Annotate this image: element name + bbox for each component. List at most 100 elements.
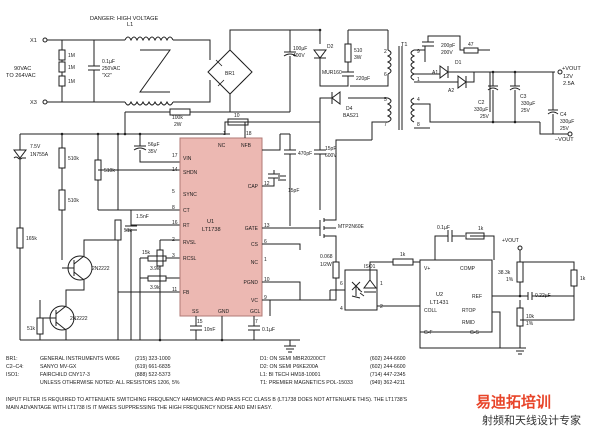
svg-text:0.1µF: 0.1µF (262, 327, 275, 333)
svg-text:0.22µF: 0.22µF (535, 293, 551, 299)
u1-pin-rcsl: RCSL (183, 256, 197, 262)
resistor-1m-a (58, 49, 66, 61)
svg-text:1M: 1M (68, 65, 75, 71)
ic-u1-designator: U1 (207, 219, 214, 225)
capacitor-56uf (133, 134, 180, 163)
u1-pin-num: 14 (172, 167, 178, 173)
u1-pin-rvsl: RVSL (183, 240, 196, 246)
u2-pin-label: G-F (424, 330, 433, 336)
svg-text:165k: 165k (26, 236, 37, 242)
capacitor-15pf-600v (314, 122, 326, 210)
svg-text:1%: 1% (506, 277, 514, 283)
u1-pin-gnd: GND (218, 309, 230, 315)
u1-pin-num: 13 (264, 223, 270, 229)
u2-pin-label: COMP (460, 266, 476, 272)
u1-pin-fb: FB (183, 290, 190, 296)
resistor-47 (463, 47, 479, 54)
bom-cell: C2–C4: (6, 364, 24, 370)
svg-text:2: 2 (384, 49, 387, 55)
terminal-vout-neg (567, 131, 573, 137)
resistor-38-3k (516, 261, 524, 283)
svg-text:510: 510 (354, 48, 363, 54)
u1-pin-gate: GATE (245, 226, 259, 232)
svg-text:2N2222: 2N2222 (70, 316, 88, 322)
u2-pin-label: G-S (470, 330, 480, 336)
inductor-l1-bottom (124, 100, 174, 106)
terminal-x3 (42, 99, 48, 105)
bom-cell: (602) 244-6600 (370, 356, 406, 362)
u1-pin-num: 6 (264, 239, 267, 245)
ic-u1-lt1738 (179, 137, 263, 317)
capacitor-220pf (342, 71, 354, 77)
resistor-1m-b (58, 61, 66, 73)
note-line-1: INPUT FILTER IS REQUIRED TO ATTENUATE SW… (6, 397, 408, 403)
capacitor-x2 (88, 40, 100, 102)
svg-text:2W: 2W (174, 122, 182, 128)
svg-text:15k: 15k (142, 250, 151, 256)
svg-text:330µF: 330µF (560, 119, 574, 125)
transformer-core (398, 46, 403, 130)
svg-text:51k: 51k (27, 326, 36, 332)
svg-text:2.5A: 2.5A (563, 81, 575, 87)
u1-pin-num: 18 (246, 131, 252, 137)
svg-text:9: 9 (417, 49, 420, 55)
resistor-51k (36, 317, 44, 335)
bom-cell: (888) 522-5373 (135, 372, 171, 378)
watermark-slogan: 射频和天线设计专家 (482, 413, 581, 427)
svg-text:25V: 25V (560, 126, 570, 132)
resistor-51k-b (114, 219, 122, 241)
svg-text:5: 5 (384, 97, 387, 103)
terminal-x3-label: X3 (30, 100, 37, 106)
svg-text:+VOUT: +VOUT (562, 66, 581, 72)
terminal-x1-label: X1 (30, 38, 37, 44)
svg-text:25V: 25V (521, 108, 531, 114)
u1-pin-num: 17 (172, 153, 178, 159)
svg-text:1.5nF: 1.5nF (136, 214, 149, 220)
svg-text:2: 2 (380, 304, 383, 310)
svg-text:47: 47 (468, 42, 474, 48)
svg-text:7.5V: 7.5V (30, 144, 41, 150)
u1-pin-gcl: GCL (250, 309, 261, 315)
u1-pin-num: 10 (264, 277, 270, 283)
resistor-sense (332, 261, 340, 279)
u1-pin-nc: NC (251, 260, 259, 266)
svg-text:7: 7 (384, 122, 387, 128)
bom-cell: (949) 362-4211 (370, 380, 405, 386)
ic-u1-part: LT1738 (202, 227, 221, 233)
svg-text:15pF: 15pF (325, 146, 336, 152)
svg-text:10: 10 (234, 113, 240, 119)
svg-text:51k: 51k (124, 228, 133, 234)
u1-pin-num: 1 (223, 131, 226, 137)
u1-pin-nc: NC (218, 143, 226, 149)
capacitor-c4 (547, 72, 559, 134)
svg-text:1/2W: 1/2W (320, 262, 332, 268)
svg-text:0.068: 0.068 (320, 254, 333, 260)
svg-text:10k: 10k (526, 314, 535, 320)
u1-pin-num: 15 (197, 319, 203, 325)
diode-d1-a2 (457, 75, 467, 89)
capacitor-15pf-cap (278, 175, 286, 181)
svg-text:15pF: 15pF (288, 188, 299, 194)
bom-cell: (215) 323-1000 (135, 356, 171, 362)
svg-text:0.1µF: 0.1µF (102, 59, 115, 65)
svg-text:1k: 1k (580, 276, 586, 282)
capacitor-200pf (422, 41, 434, 47)
diode-d1-a1 (439, 65, 449, 79)
resistor-1k-b (465, 232, 485, 240)
u1-pin-pgnd: PGND (244, 280, 259, 286)
capacitor-0-22uf (492, 282, 574, 300)
svg-text:MTP2N60E: MTP2N60E (338, 224, 365, 230)
svg-text:"X2": "X2" (102, 73, 112, 79)
bom-cell: FAIRCHILD CNY17-3 (40, 372, 90, 378)
bom-cell: T1: PREMIER MAGNETICS POL-15033 (260, 380, 353, 386)
svg-text:1N755A: 1N755A (30, 152, 49, 158)
svg-text:1k: 1k (478, 226, 484, 232)
svg-text:1M: 1M (68, 79, 75, 85)
resistor-510-3w (344, 43, 352, 63)
u1-pin-vc: VC (251, 298, 258, 304)
u1-pin-sync: SYNC (183, 192, 197, 198)
u1-pin-num: 12 (264, 181, 270, 187)
capacitor-470pf (284, 134, 296, 226)
u1-pin-num: 16 (172, 220, 178, 226)
